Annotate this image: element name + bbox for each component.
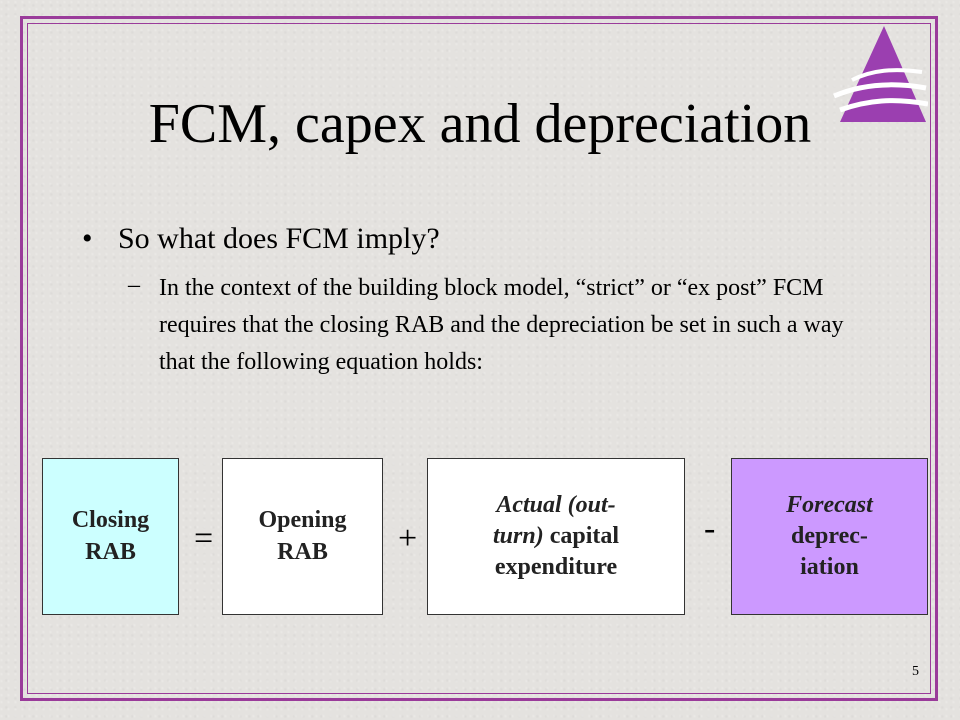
sub-bullet-text: In the context of the building block mod… <box>159 275 844 375</box>
capex-box: Actual (out- turn) capital expenditure <box>427 458 685 615</box>
opening-rab-box: Opening RAB <box>222 458 383 615</box>
depreciation-line3: iation <box>800 554 859 581</box>
capex-line2: turn) capital <box>493 521 619 552</box>
capex-line1: Actual (out- <box>496 491 616 518</box>
minus-sign: - <box>704 510 716 547</box>
opening-rab-line2: RAB <box>277 538 328 565</box>
logo-icon <box>833 26 928 122</box>
page-number: 5 <box>912 664 919 679</box>
capex-line2-italic: turn) <box>492 522 544 549</box>
equals-sign: = <box>194 520 214 557</box>
opening-rab-line1: Opening <box>258 507 347 534</box>
bullet-item: • So what does FCM imply? <box>82 222 440 256</box>
slide-border-inner <box>27 23 931 694</box>
plus-sign: + <box>398 520 418 557</box>
bullet-marker: • <box>82 222 93 255</box>
capex-line3: expenditure <box>494 554 618 581</box>
depreciation-line1: Forecast <box>786 491 873 518</box>
closing-rab-line2: RAB <box>85 538 136 565</box>
closing-rab-line1: Closing <box>71 507 150 534</box>
sub-bullet-marker: – <box>128 272 140 298</box>
bullet-text: So what does FCM imply? <box>118 222 440 255</box>
slide-title: FCM, capex and depreciation <box>148 93 812 155</box>
slide-border-outer <box>20 16 938 701</box>
capex-line2-rest: capital <box>543 522 620 549</box>
depreciation-line2: deprec- <box>791 522 868 549</box>
depreciation-box: Forecast deprec- iation <box>731 458 928 615</box>
closing-rab-box: Closing RAB <box>42 458 179 615</box>
